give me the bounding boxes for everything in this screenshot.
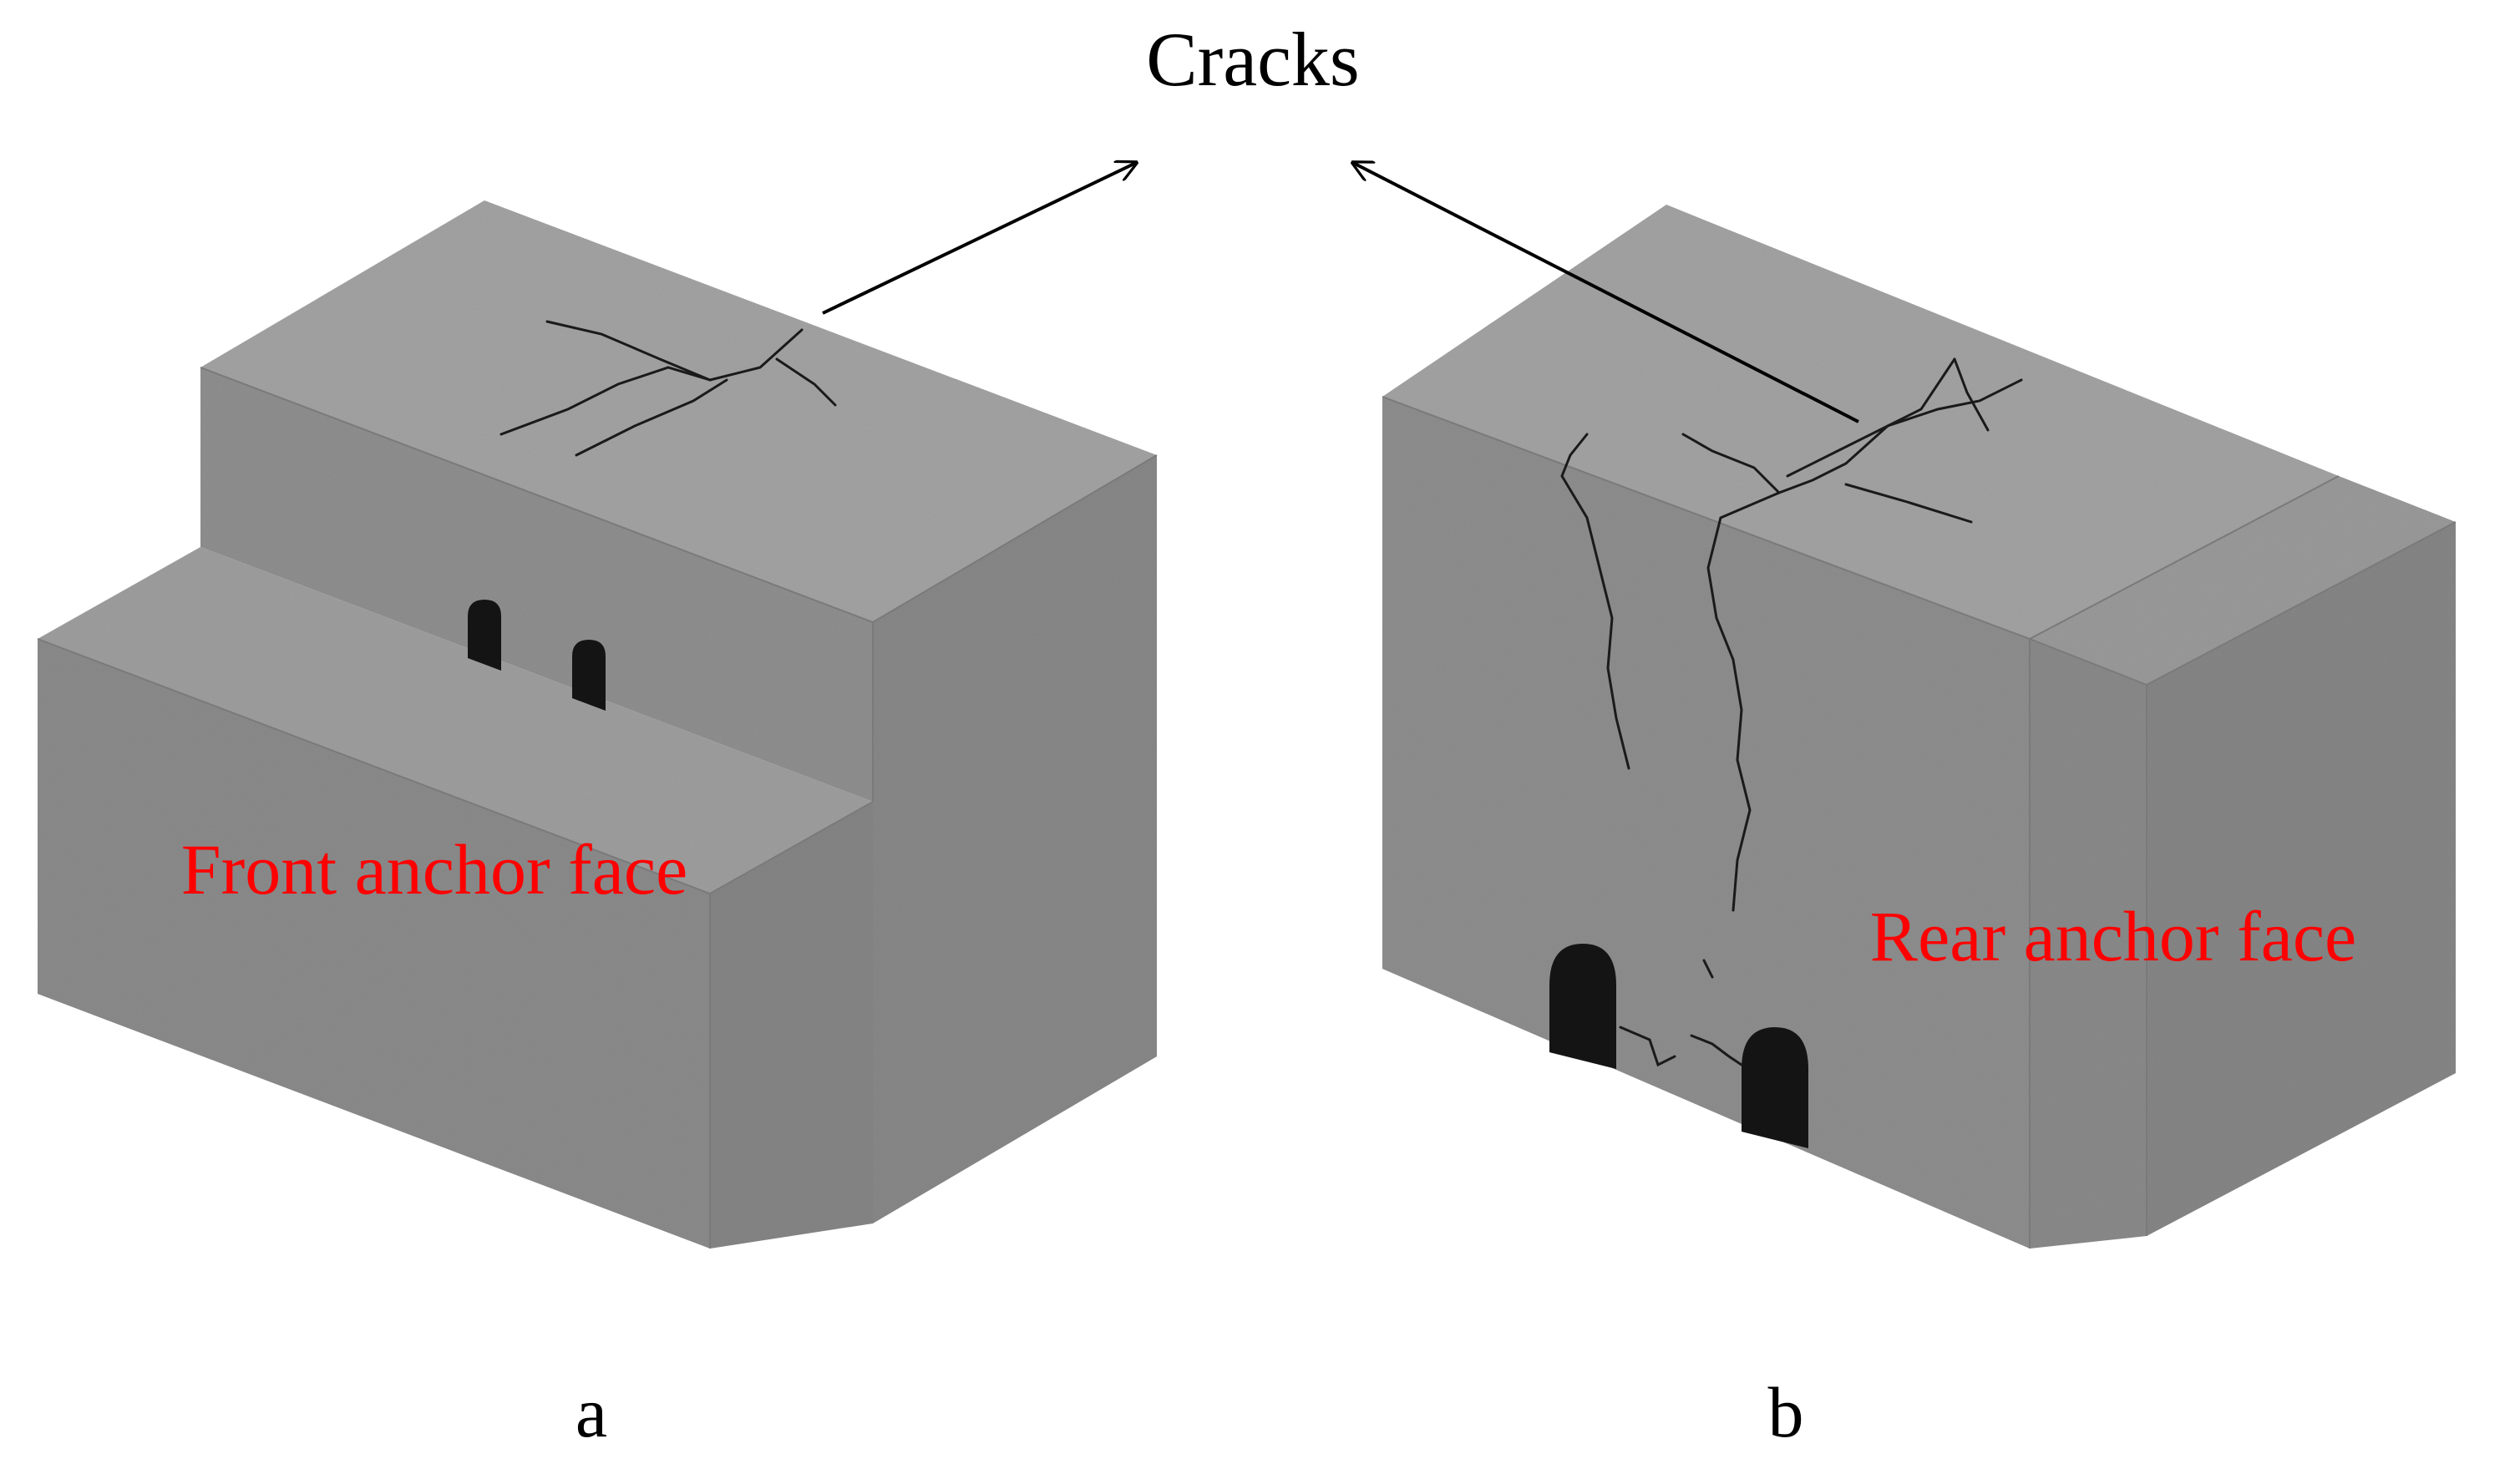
panel-a-upper-front-face [200,367,873,802]
panel-b-lower-side-face [2147,522,2456,1236]
panel-a-step-top-face [38,547,873,894]
panel-a-face-label: Front anchor face [181,829,688,909]
anchor-opening-icon [1742,1027,1808,1148]
cracks-callout-label: Cracks [1146,17,1359,102]
panel-a-edges [37,367,1158,1249]
panel-b-caption: b [1768,1372,1804,1452]
crack-arrow-right [1353,163,1859,423]
crack-arrow-left [822,163,1136,315]
panel-b-step-face [2030,639,2147,1249]
panel-b-edges [1382,396,2457,1249]
panel-b-face-label: Rear anchor face [1870,896,2356,976]
anchor-opening-icon [468,600,501,671]
panel-b-cracks [1560,357,2023,1067]
anchor-opening-icon [572,640,606,711]
panel-b-top-face [1382,205,2339,639]
panel-a-side-face [873,455,1157,1223]
panel-a-caption: a [575,1372,607,1452]
panel-a-upper-top-face [200,200,1157,622]
panel-a-step-front-face [38,639,710,1249]
anchor-opening-icon [1549,944,1616,1069]
panel-b-lower-top-face [2030,476,2456,685]
panel-a-cracks [499,320,837,457]
panel-b-front-face [1382,397,2030,1249]
panel-a-step-side-face [710,802,873,1249]
panel-b-block [1382,205,2456,1249]
panel-a-block [38,200,1157,1249]
panel-a-openings [468,600,606,711]
panel-b-openings [1549,944,1808,1148]
